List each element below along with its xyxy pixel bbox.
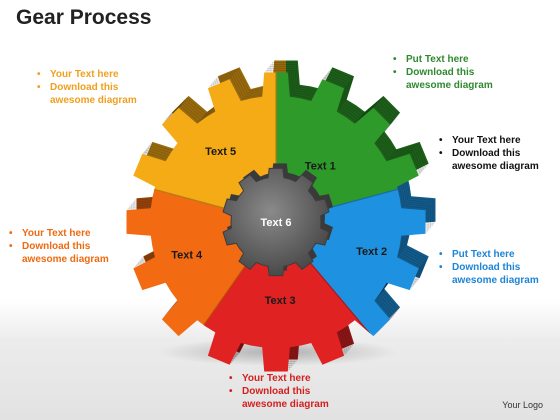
callout-text5-line-1: Your Text here xyxy=(34,68,159,81)
callout-text3: Your Text here Download this awesome dia… xyxy=(226,372,346,411)
gear-label-2: Text 2 xyxy=(356,246,387,258)
gear-segment-3 xyxy=(160,221,406,372)
slide-title: Gear Process xyxy=(16,6,152,29)
callout-text5: Your Text here Download this awesome dia… xyxy=(34,68,159,107)
callout-text4-line-1: Your Text here xyxy=(6,227,126,240)
callout-text3-line-1: Your Text here xyxy=(226,372,346,385)
callout-text5-line-2: Download this awesome diagram xyxy=(34,81,159,107)
center-gear xyxy=(222,163,333,277)
gear-labels: Text 1 Text 2 Text 3 Text 4 Text 5 Text 6 xyxy=(171,146,387,307)
callout-text1-line-1: Put Text here xyxy=(390,53,510,66)
gear-label-5: Text 5 xyxy=(205,146,236,158)
callout-right-upper-line-1: Your Text here xyxy=(436,134,556,147)
center-gear-face xyxy=(222,167,330,277)
callout-text4-line-2: Download this awesome diagram xyxy=(6,240,126,266)
gear-label-1: Text 1 xyxy=(305,160,336,172)
gear-label-3: Text 3 xyxy=(265,295,296,307)
gear-label-4: Text 4 xyxy=(171,250,203,262)
callout-text1: Put Text here Download this awesome diag… xyxy=(390,53,510,92)
callout-text2-line-1: Put Text here xyxy=(436,248,556,261)
callout-text1-line-2: Download this awesome diagram xyxy=(390,66,510,92)
callout-text2-line-2: Download this awesome diagram xyxy=(436,261,556,287)
callout-text2: Put Text here Download this awesome diag… xyxy=(436,248,556,287)
callout-right-upper: Your Text here Download this awesome dia… xyxy=(436,134,556,173)
callout-text4: Your Text here Download this awesome dia… xyxy=(6,227,126,266)
callout-text3-line-2: Download this awesome diagram xyxy=(226,385,346,411)
logo-text: Your Logo xyxy=(502,400,543,410)
center-gear-label: Text 6 xyxy=(261,217,292,229)
callout-right-upper-line-2: Download this awesome diagram xyxy=(436,147,556,173)
